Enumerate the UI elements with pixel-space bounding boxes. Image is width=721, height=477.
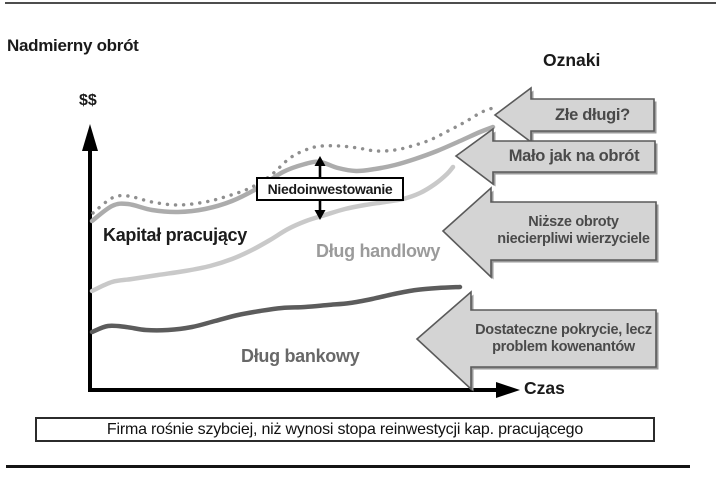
underinvestment-box: Niedoinwestowanie xyxy=(256,177,404,201)
curve-dlug-bankowy xyxy=(89,284,463,335)
page-title: Nadmierny obrót xyxy=(7,36,139,55)
bottom-rule xyxy=(6,465,690,468)
sign-arrow-shape xyxy=(415,290,657,391)
y-axis-label: $$ xyxy=(79,92,97,109)
sign-arrow-shape xyxy=(493,86,655,144)
underinvestment-arrow-down-head-icon xyxy=(314,210,326,220)
sign-arrow-label: Dostateczne pokrycie, lecz problem kowen… xyxy=(475,321,652,355)
sign-arrow-label: Niższe obroty niecierpliwi wierzyciele xyxy=(497,214,650,247)
x-axis-arrowhead-icon xyxy=(496,382,520,398)
underinvestment-arrow-up-head-icon xyxy=(314,156,326,166)
curve-dlug-handlowy xyxy=(89,164,456,294)
curve-kapital-pracujacy xyxy=(89,124,496,224)
x-axis-label: Czas xyxy=(524,378,565,398)
signs-header: Oznaki xyxy=(543,50,601,70)
top-rule xyxy=(5,2,716,4)
sign-arrow-shape xyxy=(454,127,656,186)
y-axis-arrowhead-icon xyxy=(82,124,98,151)
underinvestment-label: Niedoinwestowanie xyxy=(267,181,393,197)
caption-text: Firma rośnie szybciej, niż wynosi stopa … xyxy=(106,420,584,438)
curve-label-working-capital: Kapitał pracujący xyxy=(103,225,247,245)
sign-arrow-label: Złe długi? xyxy=(555,105,630,124)
curve-kapital-wymagany-dotted xyxy=(91,105,498,215)
sign-arrow-shape xyxy=(441,186,657,279)
curve-label-bank-debt: Dług bankowy xyxy=(241,346,360,366)
curve-label-trade-debt: Dług handlowy xyxy=(316,241,441,261)
caption-box: Firma rośnie szybciej, niż wynosi stopa … xyxy=(35,417,655,442)
sign-arrow-label: Mało jak na obrót xyxy=(508,147,640,166)
